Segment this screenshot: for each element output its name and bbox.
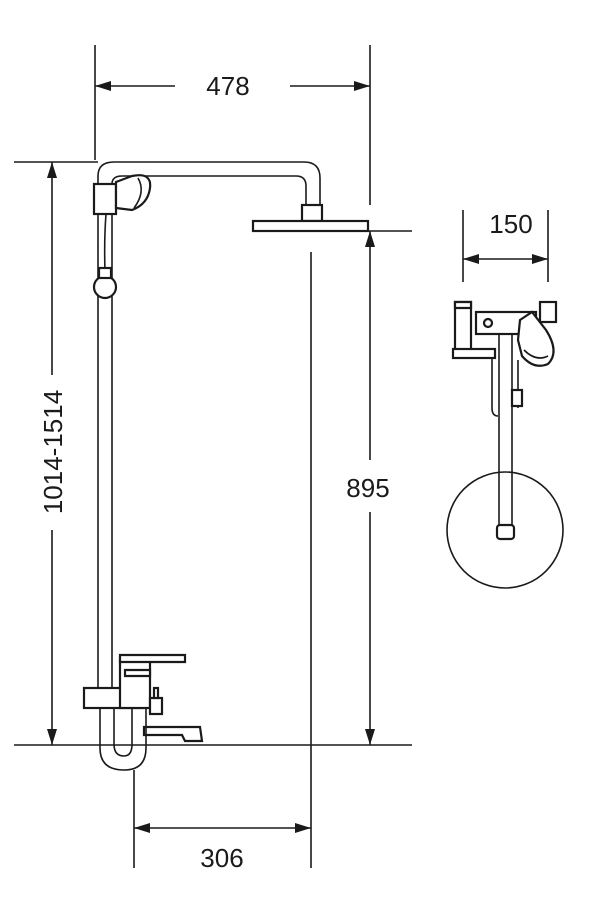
dimension-side-width: 150 xyxy=(462,209,549,282)
dimension-spout-offset: 306 xyxy=(134,823,311,873)
dimension-label-478: 478 xyxy=(206,71,249,101)
dimension-label-895: 895 xyxy=(346,473,389,503)
dimension-label-150: 150 xyxy=(489,209,532,239)
side-view xyxy=(446,300,564,589)
dimension-height-range: 1014-1514 xyxy=(14,161,98,745)
dimension-label-306: 306 xyxy=(200,843,243,873)
dimension-overall-width: 478 xyxy=(94,45,371,205)
dimension-head-height: 895 xyxy=(255,230,412,745)
front-view xyxy=(82,161,370,771)
dimension-label-1014-1514: 1014-1514 xyxy=(38,390,68,514)
